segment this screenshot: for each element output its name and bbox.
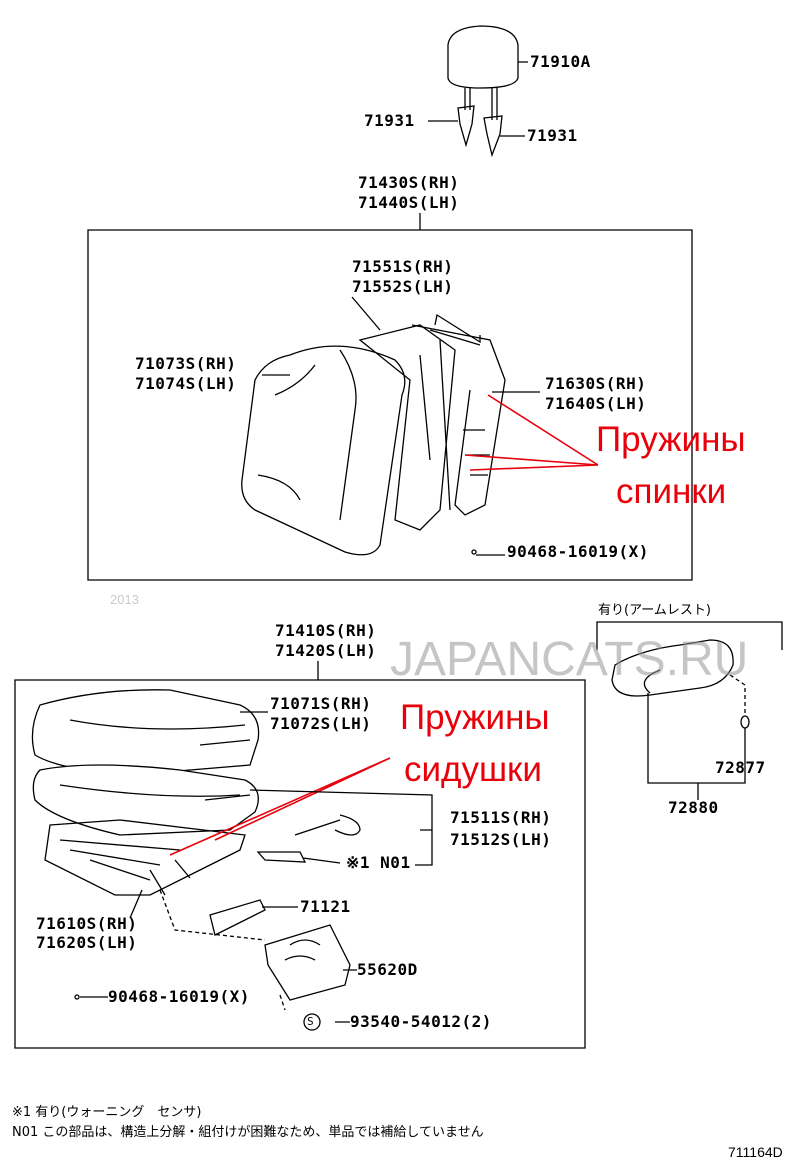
back-springs-arrows: [464, 394, 599, 471]
label-back-assy-rh: 71430S(RH): [358, 173, 460, 192]
label-cushion-assy-lh: 71420S(LH): [275, 641, 377, 660]
label-cushion-frame-rh: 71610S(RH): [36, 914, 138, 933]
label-support-right: 71931: [527, 126, 578, 145]
label-cushion-cover-rh: 71071S(RH): [270, 694, 372, 713]
label-sensor-note: ※1 N01: [346, 853, 411, 872]
label-cushion-cover-lh: 71072S(LH): [270, 714, 372, 733]
label-back-pad-lh: 71552S(LH): [352, 277, 454, 296]
footnote-2: N01 この部品は、構造上分解・組付けが困難なため、単品では補給していません: [12, 1125, 484, 1140]
cushion-frame-drawing: [44, 819, 246, 896]
diagram-id: 711164D: [728, 1144, 783, 1160]
cushion-group-box: [14, 661, 586, 1049]
cup-holder-drawing: [264, 924, 351, 1001]
label-back-frame-rh: 71630S(RH): [545, 374, 647, 393]
armrest-bracket: [596, 621, 783, 650]
label-armrest-assy: 72880: [668, 798, 719, 817]
footnote-1: ※1 有り(ウォーニング センサ): [12, 1105, 202, 1120]
label-headrest: 71910A: [530, 52, 591, 71]
label-cushion-pad-rh: 71511S(RH): [450, 808, 552, 827]
sensor-drawing: [256, 814, 361, 863]
label-cushion-assy-rh: 71410S(RH): [275, 621, 377, 640]
backrest-frame-drawing: [358, 313, 506, 531]
seat-springs-arrows: [169, 757, 391, 856]
label-back-pad-rh: 71551S(RH): [352, 257, 454, 276]
label-back-hog-ring: 90468-16019(X): [507, 542, 649, 561]
label-armrest-part: 72877: [715, 758, 766, 777]
annotation-back-springs-2: спинки: [616, 472, 727, 511]
label-back-cover-lh: 71074S(LH): [135, 374, 237, 393]
backrest-cover-drawing: [241, 345, 406, 556]
label-support-left: 71931: [364, 111, 415, 130]
annotation-seat-springs-1: Пружины: [400, 698, 550, 737]
label-cushion-hog-ring: 90468-16019(X): [108, 987, 250, 1006]
label-back-assy-lh: 71440S(LH): [358, 193, 460, 212]
headrest-drawing: [428, 25, 528, 158]
label-shield: 71121: [300, 897, 351, 916]
watermark-year: 2013: [110, 592, 139, 607]
cushion-pad-drawing: [32, 764, 259, 836]
label-back-cover-rh: 71073S(RH): [135, 354, 237, 373]
label-cushion-pad-lh: 71512S(LH): [450, 830, 552, 849]
screw-symbol-circle: [303, 1013, 321, 1031]
screw-symbol: S: [307, 1015, 315, 1028]
label-armrest-note: 有り(アームレスト): [598, 603, 711, 618]
label-cushion-frame-lh: 71620S(LH): [36, 933, 138, 952]
annotation-seat-springs-2: сидушки: [404, 750, 542, 789]
cushion-cover-drawing: [31, 689, 260, 776]
watermark: JAPANCATS.RU: [390, 633, 749, 686]
label-cup-holder: 55620D: [357, 960, 418, 979]
shield-drawing: [209, 899, 266, 936]
annotation-back-springs-1: Пружины: [596, 420, 746, 459]
label-back-frame-lh: 71640S(LH): [545, 394, 647, 413]
backrest-group-box: [87, 213, 693, 581]
armrest-drawing: [611, 639, 734, 697]
label-screw: 93540-54012(2): [350, 1012, 492, 1031]
